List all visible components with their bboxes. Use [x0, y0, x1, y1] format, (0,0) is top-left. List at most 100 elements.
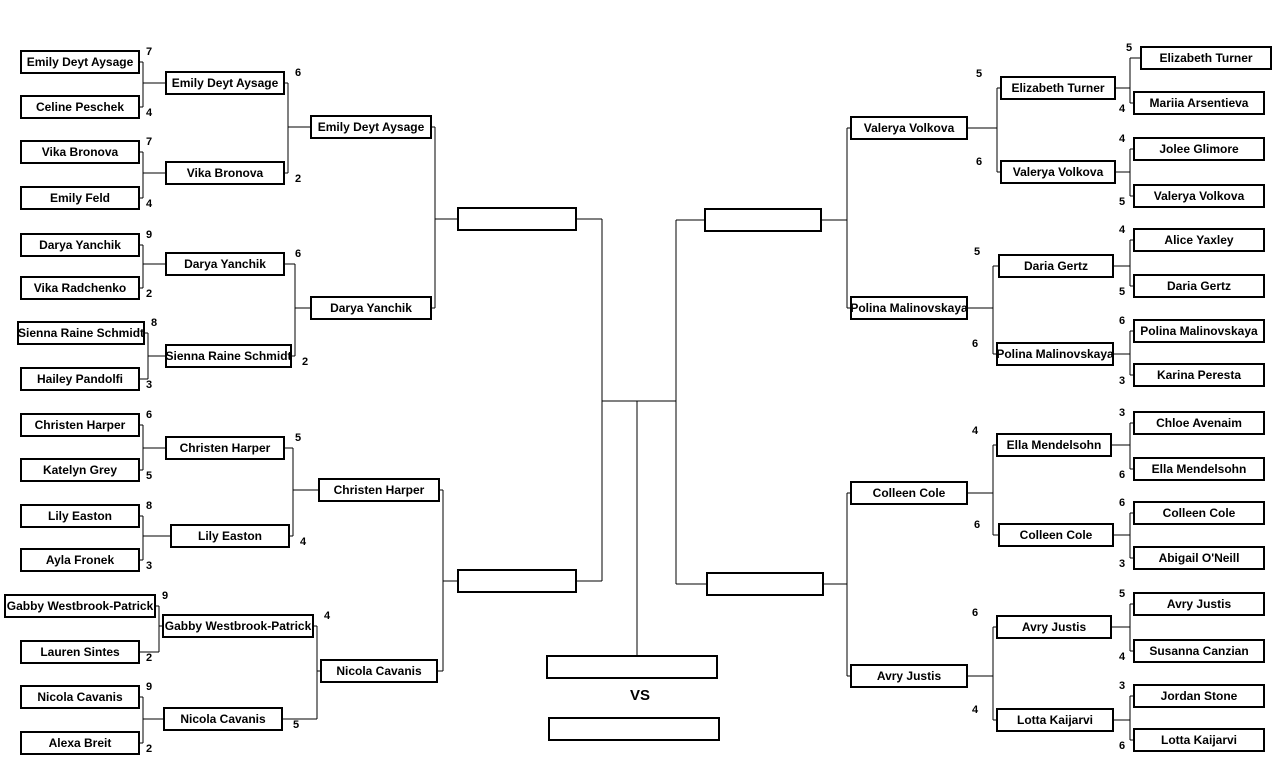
score-left-r2: 5: [295, 432, 302, 444]
score-right-r2: 6: [972, 607, 979, 619]
score-right-r1: 3: [1119, 407, 1126, 419]
player-box-left-r3: Emily Deyt Aysage: [310, 115, 432, 139]
player-box-left-r1: Gabby Westbrook-Patrick: [4, 594, 156, 618]
score-left-r1: 3: [146, 379, 153, 391]
score-right-r1: 3: [1119, 680, 1126, 692]
player-box-right-r1: Elizabeth Turner: [1140, 46, 1272, 70]
player-box-left-r1: Christen Harper: [20, 413, 140, 437]
score-right-r1: 5: [1119, 196, 1126, 208]
score-left-r2: 5: [293, 719, 300, 731]
player-box-right-r1: Mariia Arsentieva: [1133, 91, 1265, 115]
player-box-left-r2: Sienna Raine Schmidt: [165, 344, 292, 368]
score-left-r1: 3: [146, 560, 153, 572]
player-box-right-r3: Polina Malinovskaya: [850, 296, 968, 320]
score-left-r1: 2: [146, 743, 153, 755]
player-box-right-r2: Valerya Volkova: [1000, 160, 1116, 184]
player-box-right-r1: Jordan Stone: [1133, 684, 1265, 708]
player-box-left-r1: Lily Easton: [20, 504, 140, 528]
score-right-r1: 6: [1119, 740, 1126, 752]
score-left-r2: 2: [302, 356, 309, 368]
player-box-left-r4: [457, 569, 577, 593]
score-left-r1: 6: [146, 409, 153, 421]
player-box-right-r2: Elizabeth Turner: [1000, 76, 1116, 100]
score-right-r1: 4: [1119, 133, 1126, 145]
score-right-r2: 4: [972, 425, 979, 437]
score-right-r1: 6: [1119, 497, 1126, 509]
score-right-r1: 3: [1119, 558, 1126, 570]
player-box-right-r3: Colleen Cole: [850, 481, 968, 505]
player-box-left-r1: Katelyn Grey: [20, 458, 140, 482]
score-right-r1: 5: [1126, 42, 1133, 54]
player-box-right-r2: Daria Gertz: [998, 254, 1114, 278]
player-box-right-r1: Ella Mendelsohn: [1133, 457, 1265, 481]
score-right-r2: 5: [974, 246, 981, 258]
player-box-right-r1: Abigail O'Neill: [1133, 546, 1265, 570]
player-box-right-r2: Colleen Cole: [998, 523, 1114, 547]
player-box-right-r3: Avry Justis: [850, 664, 968, 688]
player-box-right-r1: Lotta Kaijarvi: [1133, 728, 1265, 752]
score-left-r2: 6: [295, 248, 302, 260]
player-box-right-r1: Jolee Glimore: [1133, 137, 1265, 161]
player-box-right-r4: [706, 572, 824, 596]
score-right-r1: 3: [1119, 375, 1126, 387]
player-box-right-r1: Karina Peresta: [1133, 363, 1265, 387]
player-box-right-r1: Polina Malinovskaya: [1133, 319, 1265, 343]
score-left-r1: 9: [146, 229, 153, 241]
player-box-left-r3: Christen Harper: [318, 478, 440, 502]
score-right-r1: 5: [1119, 286, 1126, 298]
player-box-left-r1: Celine Peschek: [20, 95, 140, 119]
player-box-left-r1: Emily Deyt Aysage: [20, 50, 140, 74]
score-left-r1: 8: [151, 317, 158, 329]
player-box-left-r1: Hailey Pandolfi: [20, 367, 140, 391]
score-left-r1: 9: [146, 681, 153, 693]
score-left-r1: 2: [146, 652, 153, 664]
score-left-r2: 4: [324, 610, 331, 622]
player-box-left-r1: Sienna Raine Schmidt: [17, 321, 145, 345]
score-left-r1: 9: [162, 590, 169, 602]
player-box-left-r2: Vika Bronova: [165, 161, 285, 185]
player-box-left-r3: Darya Yanchik: [310, 296, 432, 320]
player-box-right-r2: Ella Mendelsohn: [996, 433, 1112, 457]
score-left-r1: 4: [146, 198, 153, 210]
player-box-left-r1: Nicola Cavanis: [20, 685, 140, 709]
player-box-right-r4: [704, 208, 822, 232]
player-box-left-r4: [457, 207, 577, 231]
player-box-left-r1: Ayla Fronek: [20, 548, 140, 572]
player-box-left-r1: Emily Feld: [20, 186, 140, 210]
score-left-r1: 8: [146, 500, 153, 512]
score-right-r1: 4: [1119, 224, 1126, 236]
player-box-right-r2: Avry Justis: [996, 615, 1112, 639]
score-right-r1: 4: [1119, 651, 1126, 663]
finalist-box: [546, 655, 718, 679]
vs-label: VS: [629, 687, 650, 704]
score-left-r2: 4: [300, 536, 307, 548]
score-right-r1: 6: [1119, 315, 1126, 327]
player-box-left-r1: Lauren Sintes: [20, 640, 140, 664]
player-box-right-r1: Daria Gertz: [1133, 274, 1265, 298]
player-box-left-r2: Christen Harper: [165, 436, 285, 460]
player-box-left-r2: Nicola Cavanis: [163, 707, 283, 731]
player-box-right-r1: Colleen Cole: [1133, 501, 1265, 525]
player-box-left-r2: Gabby Westbrook-Patrick: [162, 614, 314, 638]
score-right-r2: 4: [972, 704, 979, 716]
score-left-r1: 2: [146, 288, 153, 300]
player-box-left-r1: Vika Radchenko: [20, 276, 140, 300]
finalist-box: [548, 717, 720, 741]
score-right-r2: 6: [974, 519, 981, 531]
score-left-r1: 7: [146, 136, 153, 148]
player-box-right-r2: Polina Malinovskaya: [996, 342, 1114, 366]
score-right-r1: 5: [1119, 588, 1126, 600]
score-left-r2: 2: [295, 173, 302, 185]
score-right-r2: 6: [972, 338, 979, 350]
player-box-left-r2: Lily Easton: [170, 524, 290, 548]
score-right-r2: 5: [976, 68, 983, 80]
player-box-right-r2: Lotta Kaijarvi: [996, 708, 1114, 732]
player-box-right-r1: Susanna Canzian: [1133, 639, 1265, 663]
player-box-right-r3: Valerya Volkova: [850, 116, 968, 140]
score-left-r1: 5: [146, 470, 153, 482]
player-box-left-r1: Darya Yanchik: [20, 233, 140, 257]
player-box-left-r2: Darya Yanchik: [165, 252, 285, 276]
score-right-r1: 4: [1119, 103, 1126, 115]
player-box-left-r3: Nicola Cavanis: [320, 659, 438, 683]
